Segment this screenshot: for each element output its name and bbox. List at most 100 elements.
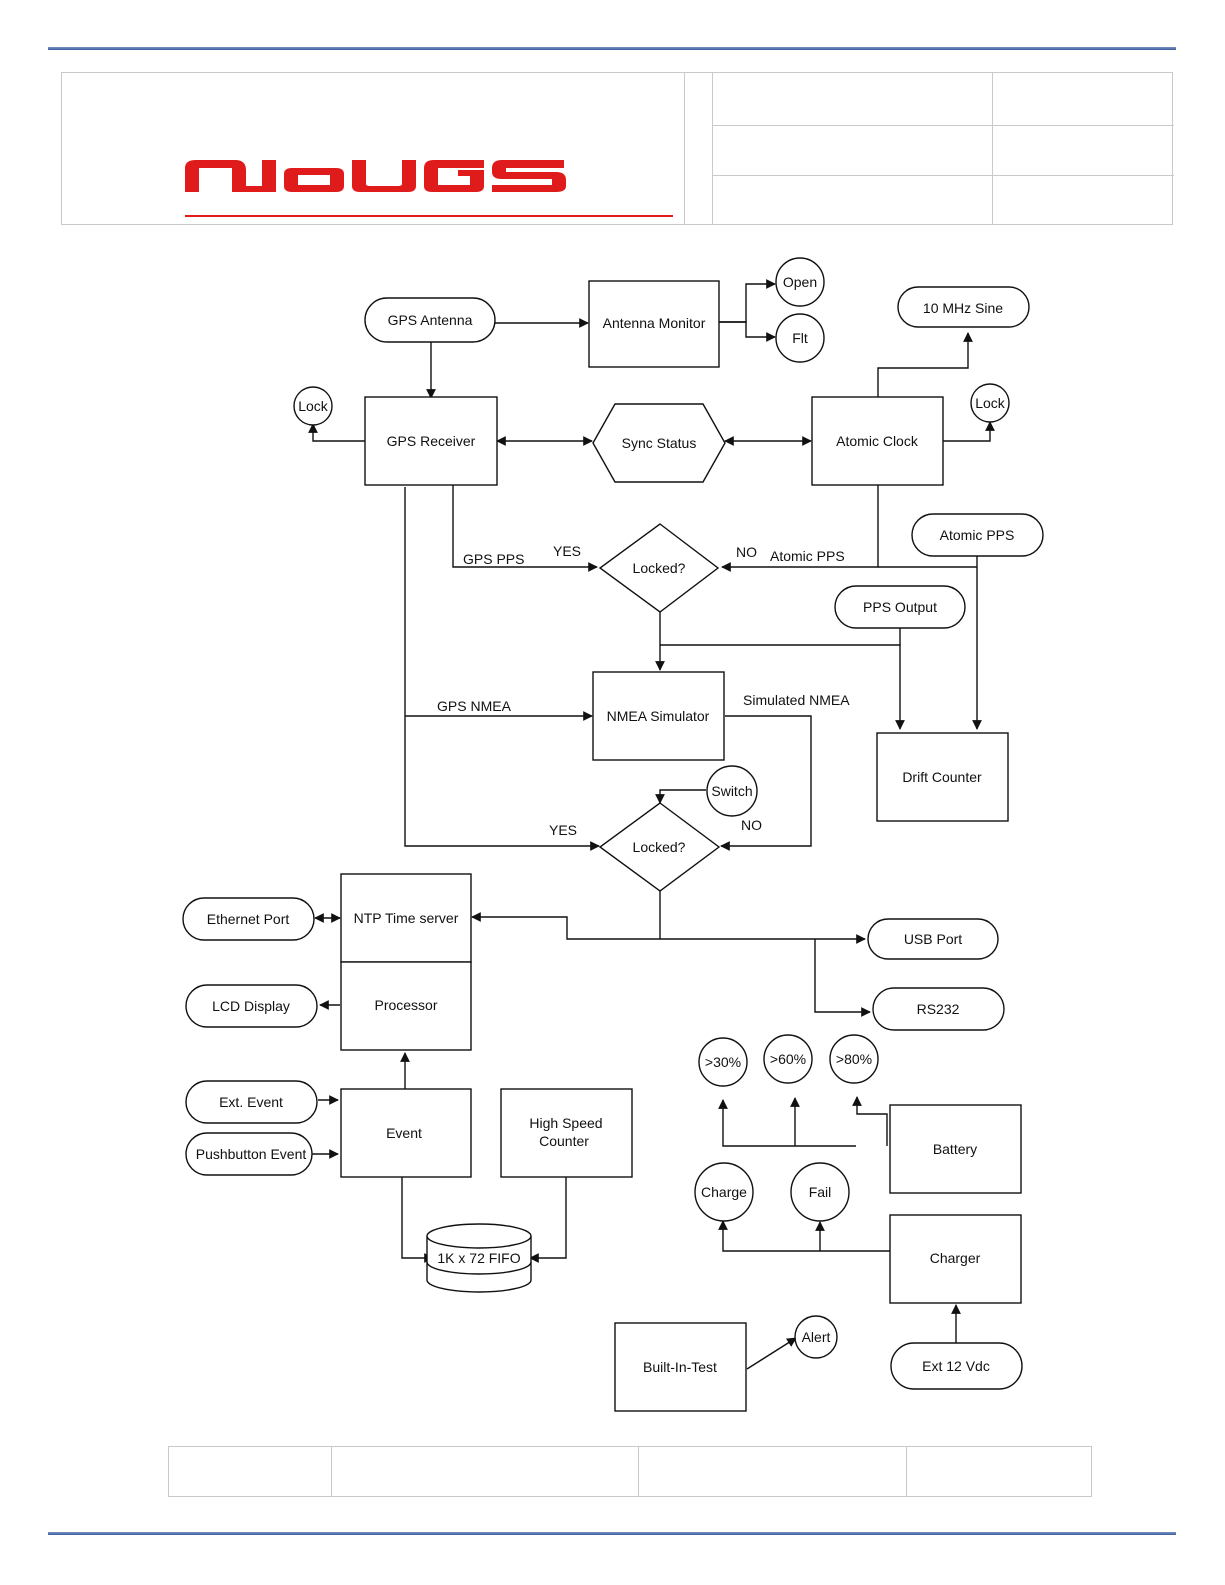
yes-bottom-label: YES [549,822,577,838]
charger-node: Charger [889,1214,1022,1304]
fail-node: Fail [790,1162,850,1222]
ethernet-port-node: Ethernet Port [182,897,315,941]
footer-col-divider [638,1447,639,1496]
high-speed-label-1: High Speed [529,1115,602,1131]
gps-receiver-node: GPS Receiver [364,396,498,486]
alert-label: Alert [802,1329,831,1345]
atomic-clock-node: Atomic Clock [811,396,944,486]
built-in-test-node: Built-In-Test [614,1322,747,1412]
ext-12vdc-label: Ext 12 Vdc [922,1358,990,1374]
fifo-label: 1K x 72 FIFO [437,1250,520,1266]
locked-bottom-label: Locked? [633,839,686,855]
sync-status-label: Sync Status [622,435,697,451]
locked-top-node: Locked? [598,523,720,613]
drift-counter-node: Drift Counter [876,732,1009,822]
no-bottom-label: NO [741,817,762,833]
alert-node: Alert [794,1315,838,1359]
gps-antenna-node: GPS Antenna [364,297,496,343]
yes-top-label: YES [553,543,581,559]
battery-label: Battery [933,1141,977,1157]
nmea-simulator-label: NMEA Simulator [607,708,710,724]
antenna-monitor-label: Antenna Monitor [603,315,706,331]
footer-link-underline[interactable] [168,1446,1092,1497]
header-row-divider [712,125,1174,126]
p30-node: >30% [698,1037,748,1087]
nmea-simulator-node: NMEA Simulator [592,671,725,761]
header-row-divider [712,175,1174,176]
rs232-node: RS232 [872,987,1005,1031]
processor-node: Processor [340,961,472,1051]
p60-node: >60% [763,1034,813,1084]
locked-bottom-node: Locked? [598,802,721,892]
gps-receiver-label: GPS Receiver [387,433,476,449]
header-col-divider [684,73,685,224]
navos-logo [185,160,673,217]
charge-node: Charge [694,1162,754,1222]
open-label: Open [783,274,817,290]
ext-event-label: Ext. Event [219,1094,283,1110]
header-table [61,72,1174,225]
no-top-label: NO [736,544,757,560]
ten-mhz-sine-label: 10 MHz Sine [923,300,1003,316]
processor-label: Processor [374,997,437,1013]
lock-right-node: Lock [970,383,1010,423]
atomic-pps-oval-node: Atomic PPS [911,513,1044,557]
header-col-divider [712,73,713,224]
simulated-nmea-label: Simulated NMEA [743,692,850,708]
sync-status-node: Sync Status [592,403,726,483]
lock-right-label: Lock [975,395,1006,411]
top-rule [48,47,1176,50]
gps-pps-label: GPS PPS [463,551,524,567]
usb-port-label: USB Port [904,931,962,947]
drift-counter-label: Drift Counter [902,769,982,785]
usb-port-node: USB Port [867,918,999,960]
event-node: Event [340,1088,472,1178]
pushbutton-event-label: Pushbutton Event [196,1146,307,1162]
charge-label: Charge [701,1184,747,1200]
ext-12vdc-node: Ext 12 Vdc [890,1342,1023,1390]
pushbutton-event-node: Pushbutton Event [185,1132,313,1176]
p60-label: >60% [770,1051,806,1067]
antenna-monitor-node: Antenna Monitor [588,280,720,368]
pps-output-label: PPS Output [863,599,937,615]
atomic-pps-oval-label: Atomic PPS [940,527,1015,543]
connectors [308,279,995,1370]
switch-label: Switch [711,783,752,799]
built-in-test-label: Built-In-Test [643,1359,717,1375]
fail-label: Fail [809,1184,832,1200]
rs232-label: RS232 [917,1001,960,1017]
ten-mhz-sine-node: 10 MHz Sine [897,286,1030,328]
atomic-clock-label: Atomic Clock [836,433,919,449]
pps-output-node: PPS Output [834,585,966,629]
bottom-rule [48,1532,1176,1535]
lock-left-node: Lock [293,386,333,426]
open-node: Open [775,257,825,307]
ext-event-node: Ext. Event [185,1080,318,1124]
high-speed-counter-node: High Speed Counter [500,1088,633,1178]
gps-nmea-label: GPS NMEA [437,698,512,714]
atomic-pps-line-label: Atomic PPS [770,548,845,564]
ntp-time-server-node: NTP Time server [340,873,472,963]
fifo-node: 1K x 72 FIFO [426,1223,532,1293]
flt-label: Flt [792,330,808,346]
p80-node: >80% [829,1034,879,1084]
lcd-display-node: LCD Display [185,984,318,1028]
event-label: Event [386,1125,422,1141]
lcd-display-label: LCD Display [212,998,290,1014]
charger-label: Charger [930,1250,981,1266]
flt-node: Flt [775,313,825,363]
ntp-time-server-label: NTP Time server [354,910,459,926]
footer-col-divider [331,1447,332,1496]
ethernet-port-label: Ethernet Port [207,911,290,927]
gps-antenna-label: GPS Antenna [388,312,473,328]
header-col-divider [992,73,993,224]
lock-left-label: Lock [298,398,329,414]
locked-top-label: Locked? [633,560,686,576]
high-speed-label-2: Counter [539,1133,589,1149]
footer-col-divider [906,1447,907,1496]
p80-label: >80% [836,1051,872,1067]
battery-node: Battery [889,1104,1022,1194]
p30-label: >30% [705,1054,741,1070]
switch-node: Switch [706,765,758,817]
